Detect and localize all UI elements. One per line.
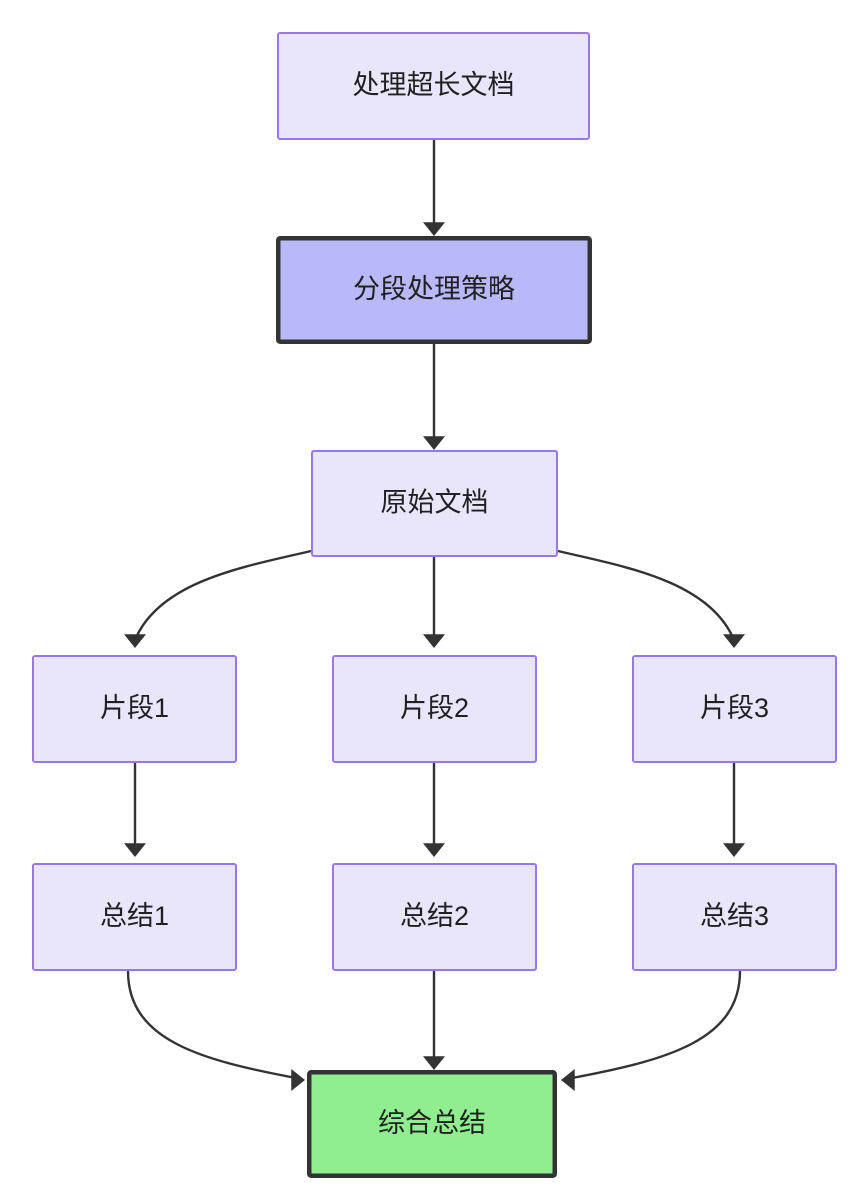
edge-chunk3-to-summary3 [723, 763, 745, 857]
node-box-summary2[interactable] [332, 863, 537, 971]
node-label-source: 原始文档 [381, 488, 489, 518]
arrowhead-icon [291, 1069, 305, 1091]
arrowhead-icon [723, 843, 745, 857]
node-label-summary1: 总结1 [100, 901, 169, 931]
edge-source-to-chunk2 [423, 557, 445, 648]
node-label-summary3: 总结3 [700, 901, 769, 931]
arrowhead-icon [423, 1056, 445, 1070]
edge-summary1-to-final [126, 970, 305, 1091]
edge-source-to-chunk3 [557, 549, 745, 648]
edge-chunk2-to-summary2 [423, 763, 445, 857]
edge-strategy-to-source [423, 344, 445, 450]
node-box-source[interactable] [311, 450, 558, 557]
node-box-chunk1[interactable] [32, 655, 237, 763]
arrowhead-icon [561, 1069, 575, 1091]
edge-root-to-strategy [423, 140, 445, 236]
node-label-chunk1: 片段1 [100, 693, 169, 723]
node-chunk3[interactable]: 片段3 [632, 655, 837, 763]
edge-chunk1-to-summary1 [124, 763, 146, 857]
arrowhead-icon [124, 634, 146, 648]
node-strategy[interactable]: 分段处理策略 [276, 236, 592, 344]
node-label-final: 综合总结 [378, 1108, 486, 1138]
edge-source-to-chunk1 [124, 549, 312, 648]
node-final[interactable]: 综合总结 [307, 1070, 557, 1178]
node-label-chunk2: 片段2 [400, 693, 469, 723]
arrowhead-icon [423, 634, 445, 648]
node-box-summary3[interactable] [632, 863, 837, 971]
node-box-final[interactable] [307, 1070, 557, 1178]
node-label-root: 处理超长文档 [353, 70, 515, 100]
node-box-chunk2[interactable] [332, 655, 537, 763]
arrowhead-icon [423, 436, 445, 450]
node-label-chunk3: 片段3 [700, 693, 769, 723]
arrowhead-icon [723, 634, 745, 648]
node-box-root[interactable] [277, 32, 590, 140]
edges-layer [124, 140, 745, 1091]
arrowhead-icon [124, 843, 146, 857]
node-summary1[interactable]: 总结1 [32, 863, 237, 971]
node-chunk2[interactable]: 片段2 [332, 655, 537, 763]
node-source[interactable]: 原始文档 [311, 450, 558, 557]
edge-summary2-to-final [423, 971, 445, 1070]
arrowhead-icon [423, 222, 445, 236]
arrowhead-icon [423, 843, 445, 857]
node-box-summary1[interactable] [32, 863, 237, 971]
node-box-chunk3[interactable] [632, 655, 837, 763]
node-label-strategy: 分段处理策略 [353, 274, 515, 304]
node-chunk1[interactable]: 片段1 [32, 655, 237, 763]
node-label-summary2: 总结2 [400, 901, 469, 931]
node-summary2[interactable]: 总结2 [332, 863, 537, 971]
node-box-strategy[interactable] [276, 236, 592, 344]
node-root[interactable]: 处理超长文档 [277, 32, 590, 140]
edge-summary3-to-final [561, 970, 742, 1091]
node-summary3[interactable]: 总结3 [632, 863, 837, 971]
